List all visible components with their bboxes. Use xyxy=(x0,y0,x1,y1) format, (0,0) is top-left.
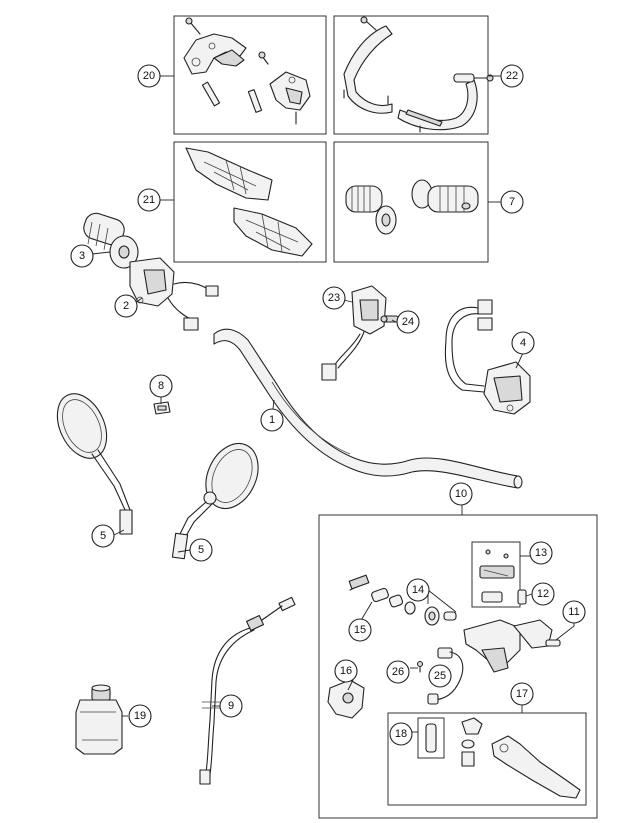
callout-13: 13 xyxy=(529,541,553,565)
throttle-housing-drawing xyxy=(129,257,219,331)
callout-26-label: 26 xyxy=(392,666,404,678)
mirror-left-drawing xyxy=(56,393,133,535)
callout-24: 24 xyxy=(396,310,420,334)
box-part-20 xyxy=(173,15,327,135)
callout-2: 2 xyxy=(114,294,138,318)
callout-25-label: 25 xyxy=(434,670,446,682)
callout-21-label: 21 xyxy=(143,194,155,206)
callout-23: 23 xyxy=(322,286,346,310)
callout-5-right: 5 xyxy=(189,538,213,562)
callout-3-label: 3 xyxy=(79,250,85,262)
callout-2-label: 2 xyxy=(123,300,129,312)
lever-holder-drawing xyxy=(183,17,311,125)
callout-22-label: 22 xyxy=(506,70,518,82)
callout-3: 3 xyxy=(70,244,94,268)
brake-lever-drawing xyxy=(425,717,581,799)
callout-22: 22 xyxy=(500,64,524,88)
callout-9-label: 9 xyxy=(228,700,234,712)
callout-18-label: 18 xyxy=(395,728,407,740)
handlebar-drawing xyxy=(213,328,523,489)
box-part-13 xyxy=(471,541,521,608)
callout-12-label: 12 xyxy=(537,588,549,600)
callout-23-label: 23 xyxy=(328,292,340,304)
throttle-grip-drawing xyxy=(83,212,139,269)
box-part-22 xyxy=(333,15,489,135)
box-part-10 xyxy=(318,514,598,819)
hand-guard-shell-drawing xyxy=(185,147,313,257)
callout-1-label: 1 xyxy=(269,414,275,426)
callout-8-label: 8 xyxy=(158,380,164,392)
master-cylinder-parts-drawing xyxy=(327,549,561,719)
callout-5-left-label: 5 xyxy=(100,530,106,542)
box-part-18 xyxy=(417,717,445,759)
callout-13-label: 13 xyxy=(535,547,547,559)
callout-8: 8 xyxy=(149,374,173,398)
callout-15-label: 15 xyxy=(354,624,366,636)
callout-5-right-label: 5 xyxy=(198,544,204,556)
callout-5-left: 5 xyxy=(91,524,115,548)
callout-20: 20 xyxy=(137,64,161,88)
cable-drawing xyxy=(199,596,296,785)
callout-18: 18 xyxy=(389,722,413,746)
box-part-17 xyxy=(387,712,587,806)
callout-10-label: 10 xyxy=(455,488,467,500)
mirror-right-drawing xyxy=(171,443,259,560)
fluid-bottle-drawing xyxy=(75,684,123,755)
switch-drawing xyxy=(321,285,399,381)
callout-16: 16 xyxy=(334,659,358,683)
callout-12: 12 xyxy=(531,582,555,606)
callout-16-label: 16 xyxy=(340,665,352,677)
callout-25: 25 xyxy=(428,664,452,688)
callout-7-label: 7 xyxy=(509,196,515,208)
callout-10: 10 xyxy=(449,482,473,506)
clip-drawing xyxy=(153,401,171,415)
callout-11-label: 11 xyxy=(568,606,579,618)
callout-4: 4 xyxy=(511,331,535,355)
callout-4-label: 4 xyxy=(520,337,526,349)
callout-14: 14 xyxy=(406,578,430,602)
callout-26: 26 xyxy=(386,660,410,684)
callout-14-label: 14 xyxy=(412,584,424,596)
grip-set-drawing xyxy=(345,179,479,235)
callout-21: 21 xyxy=(137,188,161,212)
callout-9: 9 xyxy=(219,694,243,718)
box-part-21 xyxy=(173,141,327,263)
hand-guard-drawing xyxy=(343,16,494,133)
callout-24-label: 24 xyxy=(402,316,414,328)
callout-11: 11 xyxy=(562,600,586,624)
callout-17-label: 17 xyxy=(516,688,528,700)
callout-7: 7 xyxy=(500,190,524,214)
switch-housing-drawing xyxy=(444,299,531,415)
callout-1: 1 xyxy=(260,408,284,432)
callout-19: 19 xyxy=(128,704,152,728)
callout-20-label: 20 xyxy=(143,70,155,82)
callout-19-label: 19 xyxy=(134,710,146,722)
callout-15: 15 xyxy=(348,618,372,642)
callout-17: 17 xyxy=(510,682,534,706)
